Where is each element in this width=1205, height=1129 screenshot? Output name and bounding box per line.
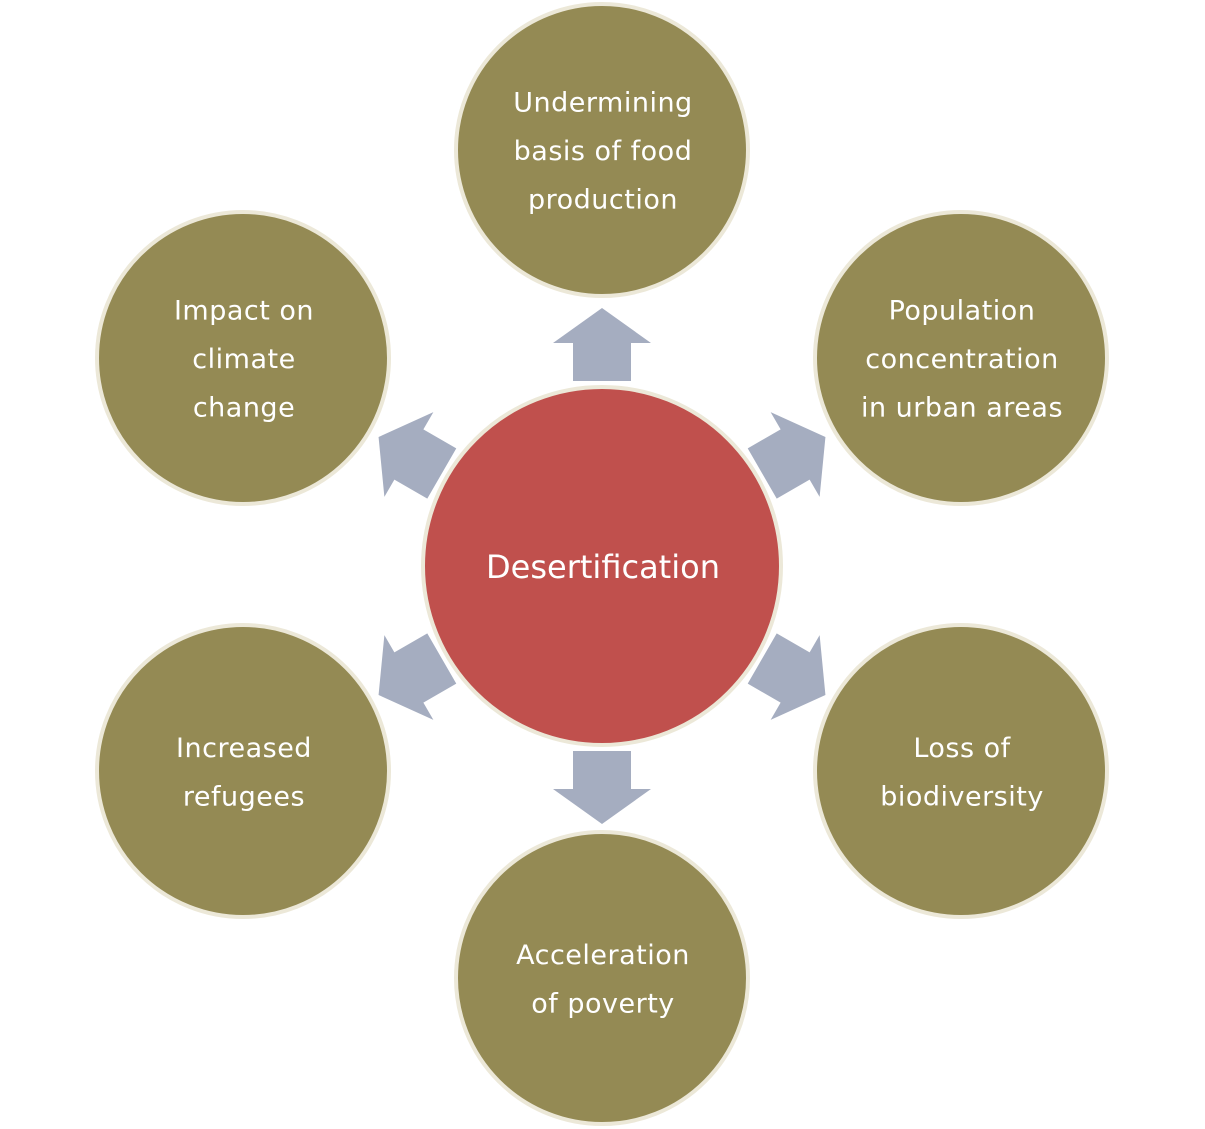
node-label-poverty-line-1: Acceleration — [516, 940, 690, 971]
node-label-climate-line-2: climate — [192, 344, 295, 375]
arrow-to-poverty — [553, 751, 651, 824]
node-label-poverty-line-2: of poverty — [531, 988, 675, 1019]
arrow-to-urban — [747, 412, 826, 499]
node-label-urban-line-3: in urban areas — [861, 393, 1063, 424]
center-circle — [421, 385, 783, 747]
node-label-biodiversity-line-2: biodiversity — [880, 781, 1044, 812]
node-biodiversity: Loss of biodiversity — [813, 623, 1109, 919]
arrow-to-refugees — [378, 633, 457, 720]
node-label-food-line-1: Undermining — [513, 88, 692, 119]
arrow-to-biodiversity — [747, 633, 826, 720]
node-refugees: Increased refugees — [95, 623, 391, 919]
node-label-refugees-line-2: refugees — [183, 781, 305, 812]
node-label-food-line-2: basis of food — [514, 136, 693, 167]
node-circle-food — [454, 2, 750, 298]
center-node: Desertification — [421, 385, 783, 747]
arrows-layer — [378, 308, 826, 824]
node-urban: Population concentration in urban areas — [813, 210, 1109, 506]
node-circle-biodiversity — [813, 623, 1109, 919]
center-label: Desertification — [486, 548, 720, 586]
node-circle-climate — [95, 210, 391, 506]
node-circle-refugees — [95, 623, 391, 919]
node-circle-poverty — [454, 830, 750, 1126]
node-label-biodiversity-line-1: Loss of — [913, 733, 1011, 764]
node-label-food-line-3: production — [528, 185, 678, 216]
node-food: Undermining basis of food production — [454, 2, 750, 298]
arrow-to-climate — [378, 412, 457, 499]
node-label-urban-line-2: concentration — [865, 344, 1059, 375]
node-climate: Impact on climate change — [95, 210, 391, 506]
arrow-to-food — [553, 308, 651, 381]
node-label-refugees-line-1: Increased — [176, 733, 312, 764]
node-label-climate-line-3: change — [193, 393, 295, 424]
node-label-climate-line-1: Impact on — [174, 296, 314, 327]
nodes-layer: Undermining basis of food productionPopula… — [95, 2, 1109, 1126]
node-circle-urban — [813, 210, 1109, 506]
node-poverty: Acceleration of poverty — [454, 830, 750, 1126]
node-label-urban-line-1: Population — [889, 296, 1036, 327]
